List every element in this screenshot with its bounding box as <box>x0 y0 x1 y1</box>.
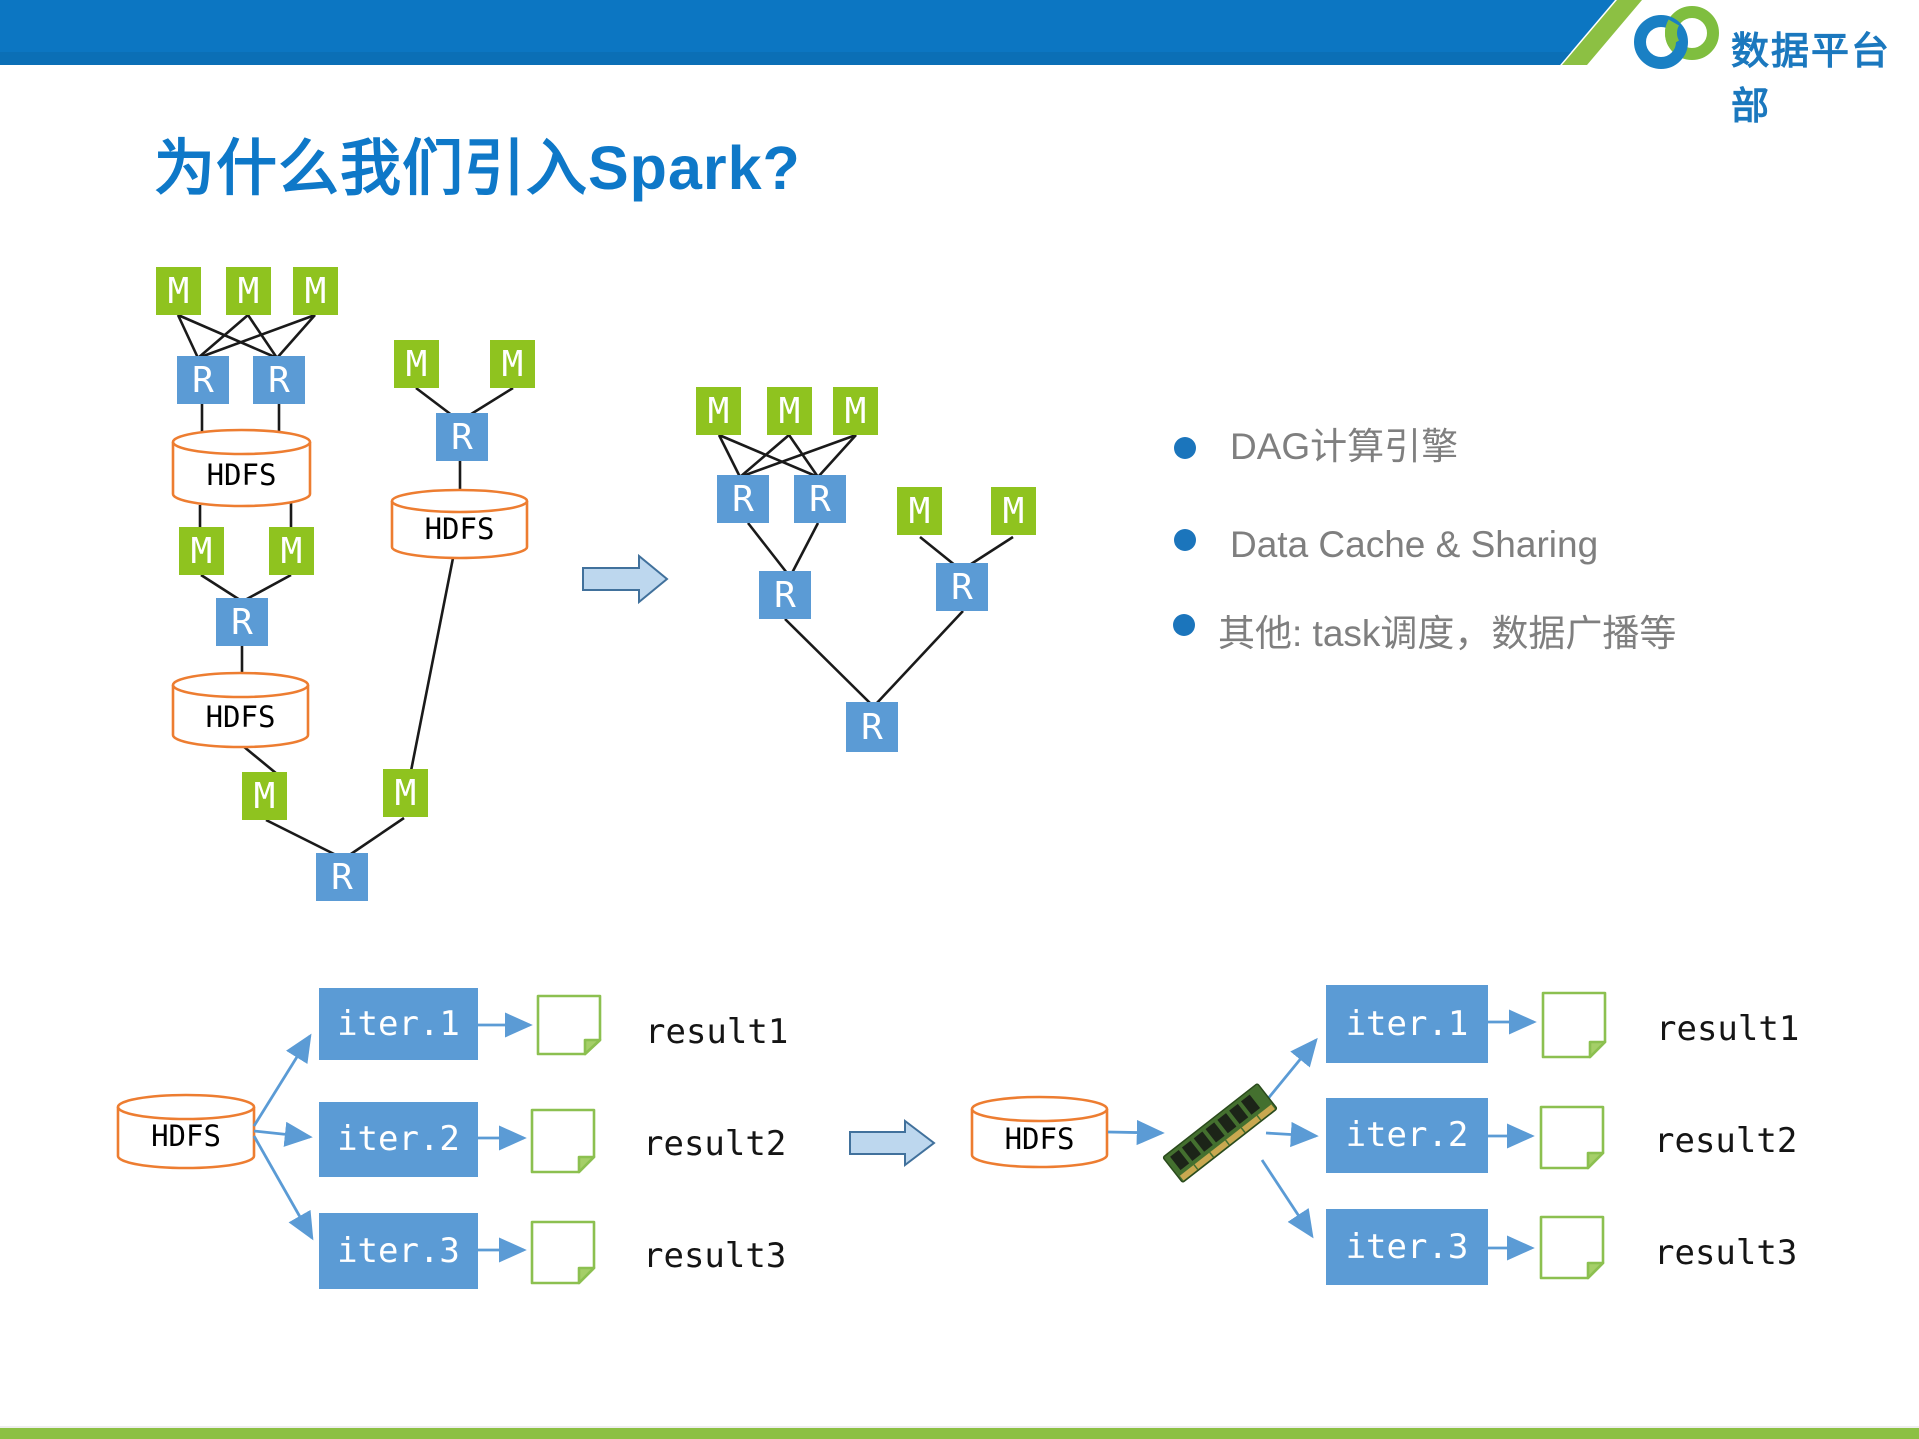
hdfs-label: HDFS <box>424 512 495 546</box>
map-node: M <box>833 387 878 435</box>
iter-box: iter.2 <box>1326 1098 1488 1173</box>
hdfs-cylinder-5 <box>970 1095 1109 1169</box>
doc-icon <box>530 1220 596 1285</box>
flow-arrows <box>252 1009 1537 1263</box>
bullet-item: Data Cache & Sharing <box>1230 524 1599 565</box>
iter-box: iter.3 <box>1326 1209 1488 1285</box>
hdfs-cylinders <box>116 428 1109 1170</box>
result-label: result3 <box>1654 1233 1798 1273</box>
map-node: M <box>383 769 428 817</box>
page-title: 为什么我们引入Spark? <box>154 134 801 202</box>
doc-icon <box>1539 1215 1605 1280</box>
reduce-node: R <box>794 475 846 523</box>
reduce-node: R <box>177 356 229 404</box>
iter-box: iter.2 <box>319 1102 478 1177</box>
result-label: result1 <box>645 1012 789 1052</box>
map-node: M <box>897 487 942 535</box>
iter-box: iter.1 <box>1326 985 1488 1063</box>
bullet-dot-icon <box>1173 614 1195 636</box>
map-node: M <box>991 487 1036 535</box>
map-node: M <box>490 340 535 388</box>
map-node: M <box>156 267 201 315</box>
hdfs-cylinder-4 <box>116 1093 256 1170</box>
reduce-node: R <box>759 571 811 619</box>
result-label: result3 <box>643 1236 787 1276</box>
map-node: M <box>696 387 741 435</box>
org-logo-label: 数据平台部 <box>1731 31 1892 128</box>
transform-block-arrow-bottom <box>849 1118 936 1168</box>
bullet-item: DAG计算引擎 <box>1230 426 1459 467</box>
map-node: M <box>226 267 271 315</box>
doc-icon <box>536 994 602 1056</box>
reduce-node: R <box>936 563 988 611</box>
map-node: M <box>293 267 338 315</box>
result-label: result2 <box>1654 1121 1798 1161</box>
map-node: M <box>269 527 314 575</box>
hdfs-label: HDFS <box>205 700 276 734</box>
hdfs-label: HDFS <box>1004 1122 1075 1156</box>
ram-memory-icon <box>1162 1083 1278 1183</box>
result-doc-icons <box>530 991 1607 1285</box>
hdfs-cylinder-1 <box>171 428 312 508</box>
header-band <box>0 0 1642 65</box>
map-node: M <box>179 527 224 575</box>
bullet-dot-icon <box>1174 437 1196 459</box>
iter-box: iter.1 <box>319 988 478 1060</box>
reduce-node: R <box>253 356 305 404</box>
bullet-dot-icon <box>1174 529 1196 551</box>
result-label: result1 <box>1656 1009 1800 1049</box>
map-node: M <box>394 340 439 388</box>
hdfs-cylinder-3 <box>390 488 529 560</box>
transform-block-arrow-top <box>582 553 669 605</box>
hdfs-label: HDFS <box>151 1119 221 1153</box>
mapreduce-dag-edges <box>176 313 514 858</box>
map-node: M <box>242 772 287 820</box>
result-label: result2 <box>643 1124 787 1164</box>
doc-icon <box>1541 991 1607 1059</box>
bullet-item: 其他: task调度，数据广播等 <box>1218 613 1677 654</box>
hdfs-label: HDFS <box>206 458 277 492</box>
spark-dag-edges <box>717 433 1014 705</box>
reduce-node: R <box>216 598 268 646</box>
hdfs-cylinder-2 <box>171 671 310 749</box>
org-logo-icon <box>1634 6 1719 69</box>
map-node: M <box>767 387 812 435</box>
reduce-node: R <box>717 475 769 523</box>
reduce-node: R <box>316 853 368 901</box>
doc-icon <box>1539 1105 1605 1170</box>
iter-box: iter.3 <box>319 1213 478 1289</box>
reduce-node: R <box>436 413 488 461</box>
reduce-node: R <box>846 702 898 752</box>
footer-band <box>0 1426 1919 1439</box>
doc-icon <box>530 1108 596 1174</box>
